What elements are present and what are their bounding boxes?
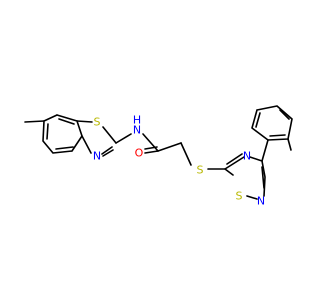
methyl-bond-right [287, 138, 292, 151]
bonds [24, 105, 293, 200]
c2-amide-n-bond [115, 133, 132, 144]
tolyl-ring-inner-double-bonds [255, 109, 290, 137]
carbonyl-double-bond [144, 146, 159, 154]
methyl-bond-left [24, 120, 45, 123]
amide-n-carbonyl-bond [142, 133, 159, 152]
amide-hydrogen-label: H [133, 114, 141, 127]
benzo-ring-bonds [42, 114, 83, 154]
c3-aryl-bond [261, 139, 269, 162]
carbonyl-oxygen-label: O [135, 147, 144, 160]
tolyl-ring-bonds [251, 105, 293, 141]
thiadiazole-double-bonds [226, 153, 265, 189]
thiadiazole-sulfur-label: S [236, 190, 243, 203]
benzo-ring-inner-double-bonds [46, 118, 75, 150]
thioether-sulfur-label: S [197, 164, 204, 177]
thiadiazole-nitrogen-4-label: N [243, 150, 251, 163]
thiadiazole-ring-bonds [224, 156, 266, 200]
amide-nitrogen-label: N [133, 124, 141, 137]
thiadiazole-nitrogen-2-label: N [257, 195, 265, 208]
chemical-structure: S N N H O S N S N [24, 105, 293, 208]
benzothiazole-nitrogen-label: N [93, 150, 101, 163]
thiazole-double-bond [102, 149, 114, 157]
ch2-s-bond [180, 142, 192, 166]
carbonyl-ch2-bond [157, 142, 182, 152]
thiazole-ring-bonds [76, 120, 117, 155]
benzothiazole-sulfur-label: S [94, 116, 101, 129]
atom-labels: S N N H O S N S N [93, 114, 265, 208]
